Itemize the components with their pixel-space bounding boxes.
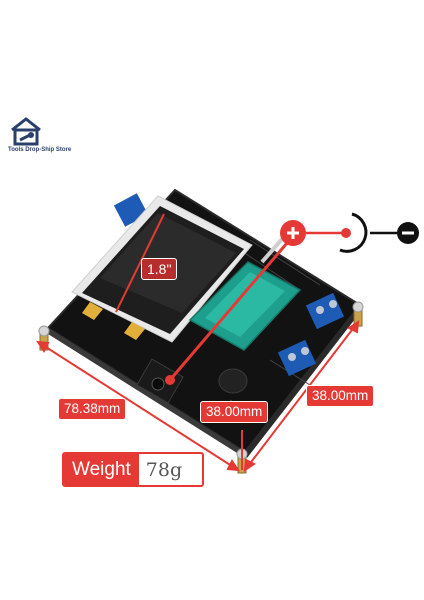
length-dimension-label: 78.38mm xyxy=(58,398,127,420)
brand-name: Tools Drop-Ship Store xyxy=(8,147,72,153)
height-dimension-label: 38.00mm xyxy=(200,401,269,423)
terminal-block-2 xyxy=(277,339,317,377)
depth-dimension-label: 38.00mm xyxy=(306,385,375,407)
polarity-pointer xyxy=(168,235,295,381)
buzzer xyxy=(218,368,248,394)
screen-size-label: 1.8" xyxy=(141,258,178,281)
screen-diagonal-line xyxy=(115,213,165,313)
terminal-block-1 xyxy=(305,292,345,330)
weight-label: Weight xyxy=(64,454,139,485)
dimension-arrows xyxy=(35,319,360,473)
ribbon-connector xyxy=(82,302,103,320)
center-positive-icon xyxy=(339,212,368,253)
weight-value: 78g xyxy=(145,458,183,481)
weight-badge: Weight 78g xyxy=(62,452,204,487)
house-logo-icon xyxy=(11,117,41,146)
